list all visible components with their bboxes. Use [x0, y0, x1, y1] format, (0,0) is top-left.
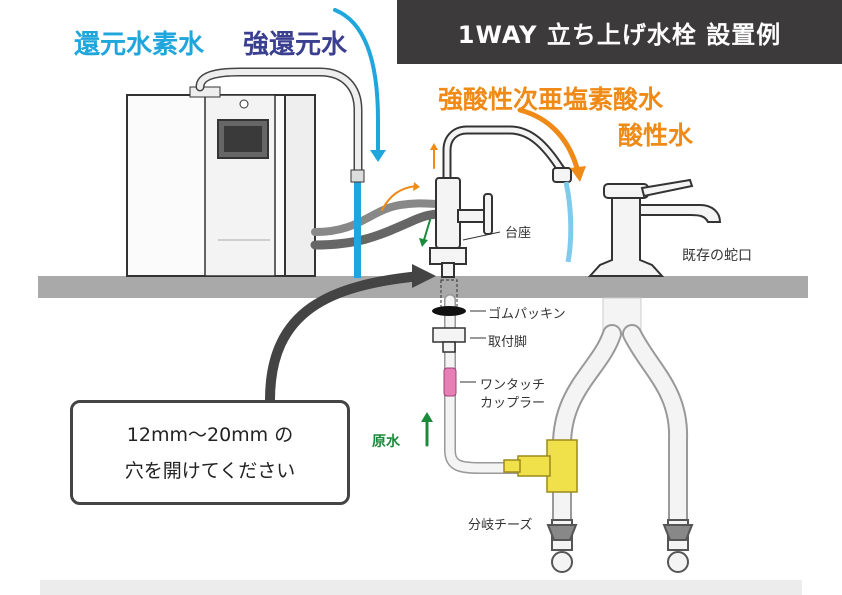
- branch-tee: [503, 439, 578, 493]
- label-mounting-leg: 取付脚: [488, 335, 528, 350]
- one-way-faucet: [429, 125, 572, 278]
- rubber-packing: [432, 306, 466, 316]
- label-coupler-line2: カップラー: [480, 396, 546, 411]
- hoses: [195, 67, 445, 250]
- label-acid-water: 酸性水: [618, 121, 694, 150]
- label-strong-reduced-water: 強還元水: [243, 30, 348, 60]
- counter-top: [38, 276, 808, 298]
- orange-flow-arrow: [517, 107, 581, 175]
- footer-strip: [40, 580, 802, 595]
- existing-faucet: [587, 178, 722, 277]
- page-title: 1WAY 立ち上げ水栓 設置例: [397, 0, 842, 64]
- note-line-1: 12mm〜20mm の: [126, 423, 294, 446]
- hole-pointer-arrow: [265, 271, 425, 405]
- label-raw-water: 原水: [372, 434, 400, 450]
- blue-flow-arrow: [333, 8, 380, 157]
- label-rubber-packing: ゴムパッキン: [488, 307, 566, 322]
- label-reduced-hydrogen-water: 還元水素水: [74, 30, 205, 60]
- stop-valves: [546, 519, 694, 573]
- acid-water-stream: [563, 181, 574, 263]
- label-branch-tee: 分岐チーズ: [468, 518, 533, 533]
- label-base-stand: 台座: [505, 226, 532, 241]
- note-line-2: 穴を開けてください: [124, 459, 296, 482]
- water-ionizer-unit: [126, 86, 316, 277]
- mounting-leg: [432, 327, 466, 353]
- reduced-water-stream: [354, 178, 361, 278]
- hole-size-note: 12mm〜20mm の 穴を開けてください: [70, 400, 350, 505]
- label-strong-acid-hypochlorous-water: 強酸性次亜塩素酸水: [438, 85, 664, 114]
- one-touch-coupler: [443, 367, 457, 397]
- label-coupler-line1: ワンタッチ: [480, 378, 546, 393]
- label-existing-faucet: 既存の蛇口: [682, 248, 752, 264]
